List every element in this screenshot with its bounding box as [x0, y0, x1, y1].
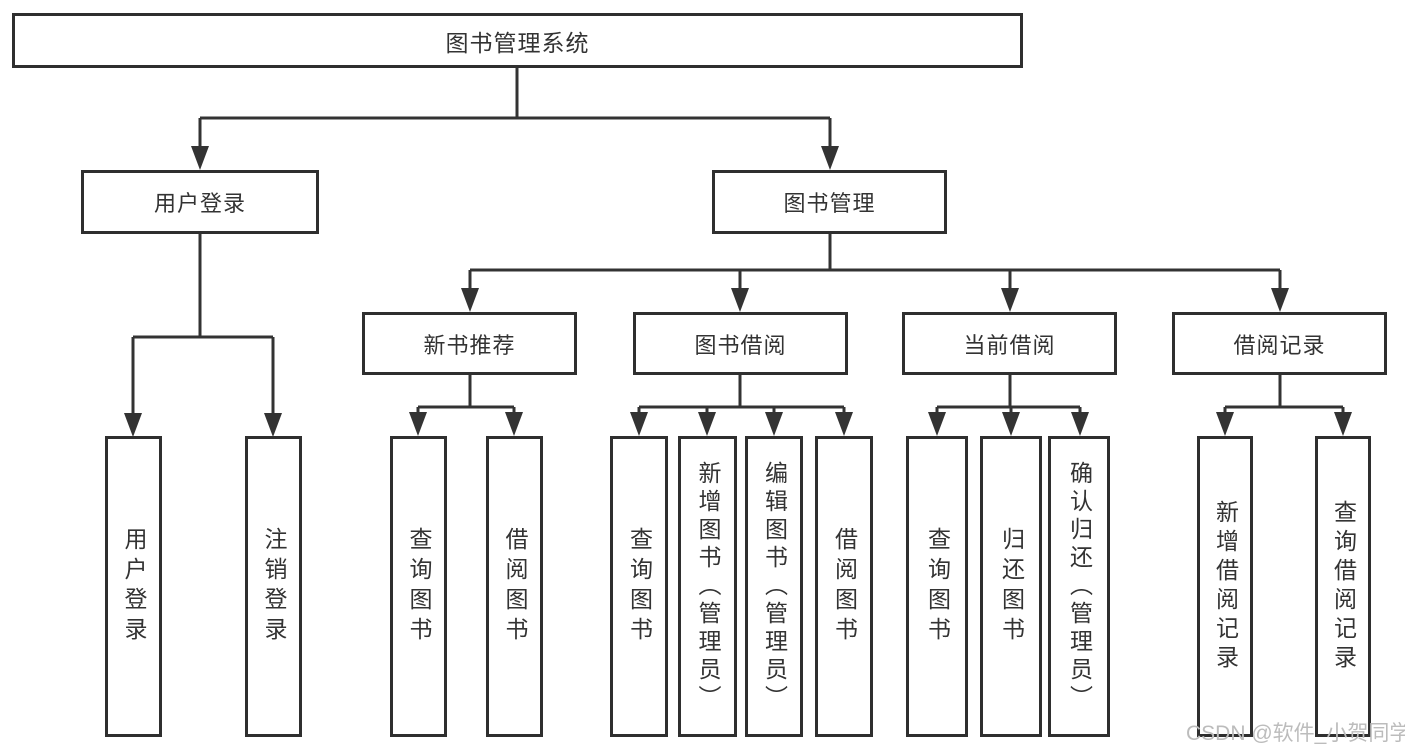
leaf-return-books: 归还图书	[980, 436, 1042, 737]
node-borrowing-records: 借阅记录	[1172, 312, 1387, 375]
leaf-query-books-borrowing: 查询图书	[610, 436, 668, 737]
csdn-watermark: CSDN @软件_小贺同学	[1186, 722, 1405, 745]
leaf-user-login: 用户登录	[105, 436, 162, 737]
node-library-system: 图书管理系统	[12, 13, 1023, 68]
leaf-query-books-current: 查询图书	[906, 436, 968, 737]
node-user-login: 用户登录	[81, 170, 319, 234]
node-new-book-recommend: 新书推荐	[362, 312, 577, 375]
leaf-edit-books-admin: 编辑图书（管理员）	[745, 436, 803, 737]
node-book-management: 图书管理	[712, 170, 947, 234]
connector-stems	[131, 68, 1345, 415]
leaf-query-borrow-record: 查询借阅记录	[1315, 436, 1371, 737]
leaf-add-borrow-record: 新增借阅记录	[1197, 436, 1253, 737]
leaf-borrow-books-recommend: 借阅图书	[486, 436, 543, 737]
leaf-add-books-admin: 新增图书（管理员）	[678, 436, 737, 737]
node-current-borrowing: 当前借阅	[902, 312, 1117, 375]
connector-arrowheads	[124, 146, 1352, 437]
leaf-logout: 注销登录	[245, 436, 302, 737]
node-book-borrowing: 图书借阅	[633, 312, 848, 375]
leaf-borrow-books-borrowing: 借阅图书	[815, 436, 873, 737]
leaf-confirm-return-admin: 确认归还（管理员）	[1048, 436, 1110, 737]
leaf-query-books-recommend: 查询图书	[390, 436, 447, 737]
